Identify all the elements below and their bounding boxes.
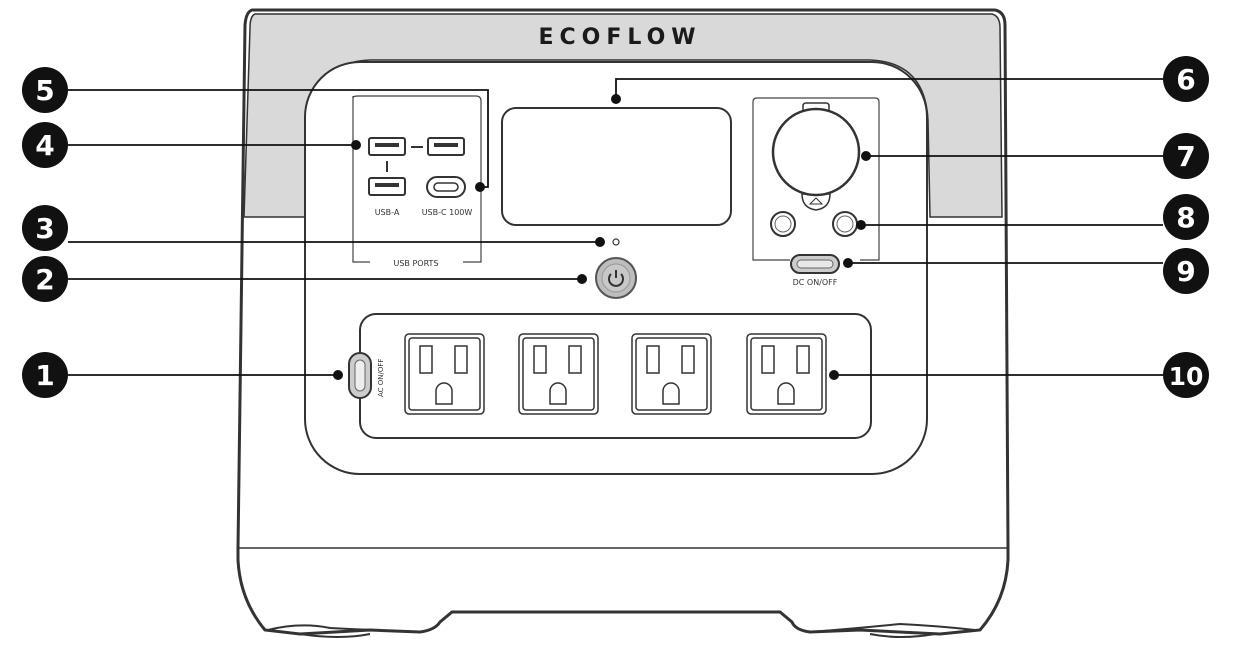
callout-3: 3 (22, 205, 68, 251)
usb-module: USB PORTS USB-A USB-C 100W (352, 95, 482, 268)
callout-6-number: 6 (1176, 63, 1195, 96)
foot-right (809, 622, 976, 638)
leader-dot-3 (595, 237, 605, 247)
car-charger-outlet (771, 107, 861, 197)
callout-4: 4 (22, 122, 68, 168)
leader-dot-4 (351, 140, 361, 150)
callout-2-number: 2 (35, 263, 54, 296)
indicator-light (612, 238, 620, 246)
leader-dots (333, 94, 871, 380)
dc5521-port-2-inner (836, 215, 854, 233)
callout-9-number: 9 (1176, 255, 1195, 288)
callout-7-number: 7 (1176, 140, 1195, 173)
callout-1-number: 1 (35, 359, 54, 392)
callout-8: 8 (1163, 194, 1209, 240)
leader-dot-2 (577, 274, 587, 284)
leader-dot-9 (843, 258, 853, 268)
callout-5-number: 5 (35, 74, 54, 107)
usb-ports-label: USB PORTS (393, 259, 438, 268)
usb-a-port-2-tongue (434, 143, 458, 147)
ac-onoff-button-inner (354, 359, 366, 392)
display-screen (501, 107, 732, 226)
callout-5: 5 (22, 67, 68, 113)
ac-outlet-1 (404, 333, 485, 415)
dc5521-port-1-inner (774, 215, 792, 233)
callout-1: 1 (22, 352, 68, 398)
leader-dot-8 (856, 220, 866, 230)
car-outlet-cap-bottom (801, 193, 831, 211)
ac-onoff-label: AC ON/OFF (377, 359, 385, 397)
leader-dot-10 (829, 370, 839, 380)
callout-6: 6 (1163, 56, 1209, 102)
ac-module: AC ON/OFF (348, 313, 872, 439)
callout-4-number: 4 (35, 129, 54, 162)
arrow-up-icon (808, 197, 824, 205)
usb-c-port-inner (433, 182, 459, 192)
leader-dot-6 (611, 94, 621, 104)
ac-outlet-2 (518, 333, 599, 415)
power-icon (608, 273, 624, 287)
callout-9: 9 (1163, 248, 1209, 294)
leader-dot-5 (475, 182, 485, 192)
callout-8-number: 8 (1176, 201, 1195, 234)
callout-7: 7 (1163, 133, 1209, 179)
usb-c-label: USB-C 100W (422, 208, 473, 217)
usb-a-label: USB-A (375, 208, 400, 217)
usb-c-port (426, 176, 466, 198)
power-button (595, 257, 637, 299)
usb-a-port-1-tongue (375, 143, 399, 147)
leader-line-6 (615, 78, 1163, 99)
callout-3-number: 3 (35, 212, 54, 245)
callout-2: 2 (22, 256, 68, 302)
foot-left (267, 624, 421, 638)
dc-onoff-button-inner (796, 259, 834, 269)
dc-module: DC ON/OFF (752, 97, 880, 287)
leader-dot-7 (861, 151, 871, 161)
dc-onoff-label: DC ON/OFF (793, 278, 838, 287)
callout-10-number: 10 (1169, 362, 1204, 391)
leader-dot-1 (333, 370, 343, 380)
brand-logo: ECOFLOW (538, 25, 701, 50)
ac-outlet-3 (631, 333, 712, 415)
callout-10: 10 (1163, 352, 1209, 398)
leader-lines (68, 78, 1163, 376)
ac-outlet-4 (746, 333, 827, 415)
usb-a-port-3-tongue (375, 183, 399, 187)
top-shoulder (243, 13, 1003, 218)
